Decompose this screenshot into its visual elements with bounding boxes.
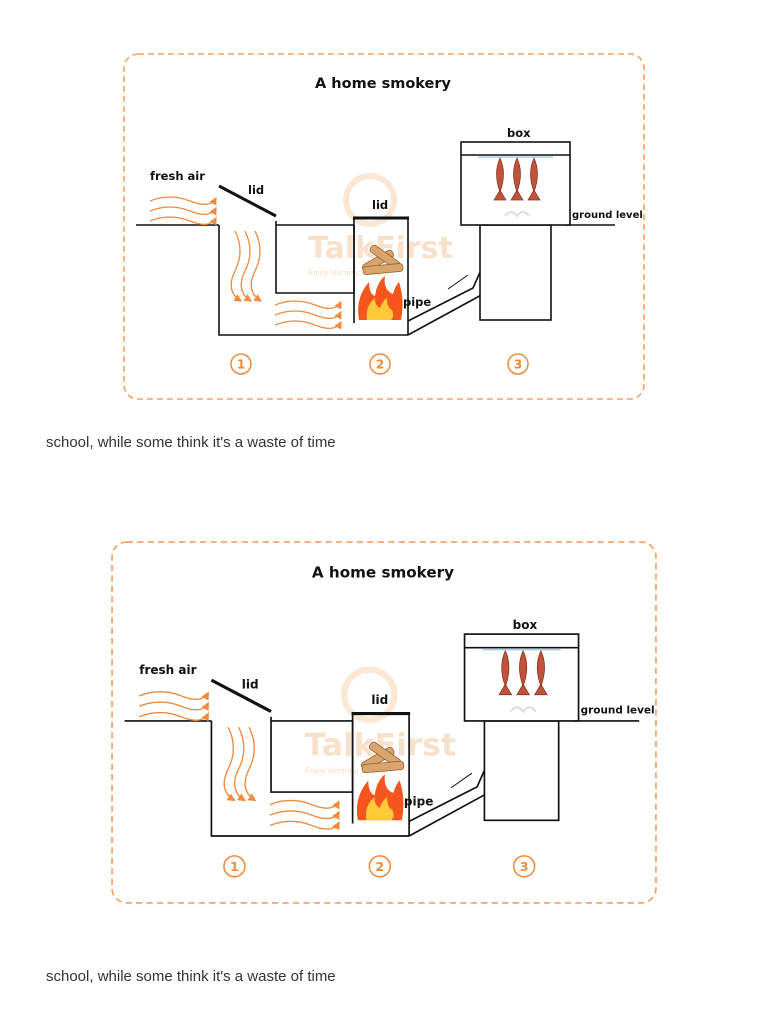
wood-logs-icon (361, 741, 405, 774)
box-support (483, 720, 560, 822)
left-lid (218, 184, 277, 218)
flame-icon (358, 276, 403, 320)
stage-markers: 1 2 3 (230, 353, 529, 375)
label-box: box (507, 126, 531, 140)
label-lid-left: lid (248, 183, 264, 197)
fish-icon (493, 157, 541, 201)
airflow-arrows (138, 690, 340, 831)
diagram-title: A home smokery (315, 76, 451, 92)
svg-text:Enjoy learning English: Enjoy learning English (304, 766, 390, 775)
label-fresh-air: fresh air (139, 663, 196, 677)
dashed-frame (123, 53, 645, 400)
label-box: box (513, 618, 538, 632)
stage-3-label: 3 (514, 358, 522, 372)
stage-2-label: 2 (376, 358, 384, 372)
svg-text:Enjoy learning English: Enjoy learning English (307, 269, 389, 277)
label-lid-center: lid (371, 693, 388, 707)
stage-1-label: 1 (237, 358, 245, 372)
smokery-diagram-2: TalkFirst Enjoy learning English A home … (111, 541, 657, 904)
diagram-title: A home smokery (312, 564, 454, 582)
fire-chamber (351, 713, 410, 837)
fire-chamber (353, 218, 409, 335)
caption-text-2: school, while some think it's a waste of… (46, 968, 336, 985)
wood-logs-icon (362, 244, 404, 275)
smokery-diagram-1: TalkFirst Enjoy learning English A home … (123, 53, 645, 400)
stage-2-label: 2 (375, 859, 384, 874)
label-ground-level: ground level (572, 210, 643, 221)
left-lid (210, 678, 272, 713)
label-lid-center: lid (372, 198, 388, 212)
airflow-arrows (149, 196, 342, 330)
label-lid-left: lid (242, 678, 259, 692)
stage-1-label: 1 (230, 859, 239, 874)
label-pipe: pipe (404, 795, 433, 809)
label-fresh-air: fresh air (150, 169, 205, 183)
fish-icon (498, 649, 548, 696)
smokery-figure: TalkFirst Enjoy learning English A home … (123, 53, 645, 400)
label-pipe: pipe (403, 295, 431, 309)
smokery-figure: TalkFirst Enjoy learning English A home … (111, 541, 657, 904)
label-ground-level: ground level (581, 705, 655, 717)
caption-text-1: school, while some think it's a waste of… (46, 434, 336, 451)
stage-markers: 1 2 3 (223, 855, 536, 878)
stage-3-label: 3 (520, 859, 529, 874)
flame-icon (356, 774, 404, 821)
box-support (479, 224, 552, 321)
dashed-frame (111, 541, 657, 904)
